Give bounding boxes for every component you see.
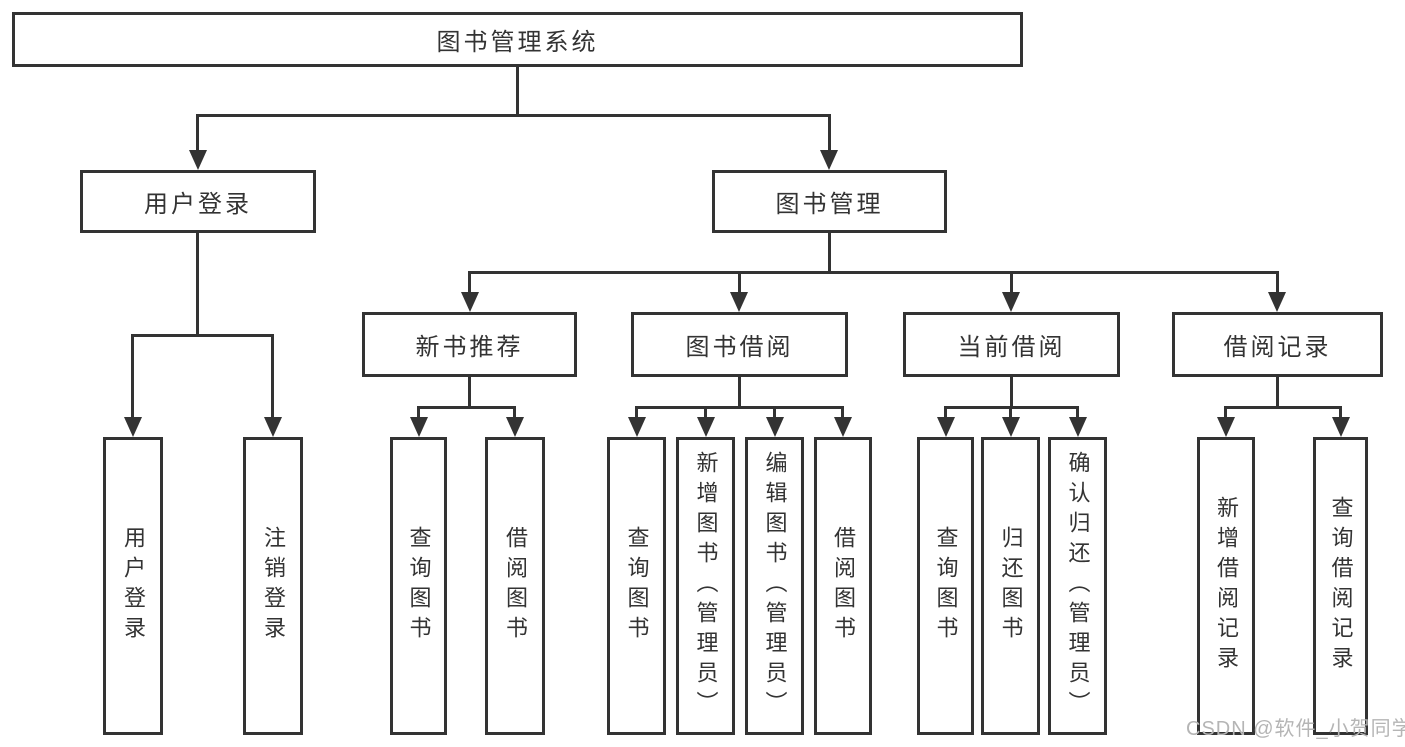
connector-line <box>841 406 844 420</box>
leaf-add-book-admin-label: 新增图书（管理员） <box>693 451 719 721</box>
leaf-query-book-recommend-label: 查询图书 <box>406 526 432 646</box>
connector-line <box>635 406 844 409</box>
leaf-borrow-book-recommend: 借阅图书 <box>485 437 545 735</box>
connector-line <box>197 114 830 117</box>
arrow-down-icon <box>766 417 784 437</box>
connector-line <box>468 377 471 409</box>
connector-line <box>1339 406 1342 420</box>
arrow-down-icon <box>730 292 748 312</box>
arrow-down-icon <box>1268 292 1286 312</box>
arrow-down-icon <box>1069 417 1087 437</box>
arrow-down-icon <box>1002 417 1020 437</box>
connector-line <box>635 406 638 420</box>
leaf-query-book-current: 查询图书 <box>917 437 974 735</box>
leaf-user-login-label: 用户登录 <box>121 526 146 646</box>
arrow-down-icon <box>820 150 838 170</box>
arrow-down-icon <box>937 417 955 437</box>
connector-line <box>196 233 199 335</box>
leaf-query-borrow-record: 查询借阅记录 <box>1313 437 1368 735</box>
leaf-edit-book-admin-label: 编辑图书（管理员） <box>762 451 788 721</box>
node-book-borrowing-label: 图书借阅 <box>685 334 794 361</box>
connector-line <box>1010 377 1013 409</box>
leaf-return-book-label: 归还图书 <box>998 526 1024 646</box>
connector-line <box>1276 377 1279 409</box>
node-book-borrowing: 图书借阅 <box>631 312 848 377</box>
node-book-management: 图书管理 <box>712 170 947 233</box>
connector-line <box>1076 406 1079 420</box>
node-user-login: 用户登录 <box>80 170 316 233</box>
leaf-query-book-recommend: 查询图书 <box>390 437 447 735</box>
connector-line <box>131 334 274 337</box>
leaf-return-book: 归还图书 <box>981 437 1040 735</box>
node-current-borrowing: 当前借阅 <box>903 312 1120 377</box>
connector-line <box>417 406 420 420</box>
leaf-logout: 注销登录 <box>243 437 303 735</box>
arrow-down-icon <box>1332 417 1350 437</box>
node-root-label: 图书管理系统 <box>436 29 599 56</box>
node-new-book-recommend: 新书推荐 <box>362 312 577 377</box>
leaf-add-borrow-record-label: 新增借阅记录 <box>1214 496 1239 676</box>
node-new-book-recommend-label: 新书推荐 <box>415 334 524 361</box>
leaf-borrow-book: 借阅图书 <box>814 437 872 735</box>
connector-line <box>513 406 516 420</box>
connector-line <box>196 114 199 152</box>
leaf-add-book-admin: 新增图书（管理员） <box>676 437 735 735</box>
arrow-down-icon <box>628 417 646 437</box>
connector-line <box>271 334 274 419</box>
arrow-down-icon <box>264 417 282 437</box>
connector-line <box>738 377 741 409</box>
connector-line <box>468 271 471 294</box>
connector-line <box>468 271 1279 274</box>
leaf-confirm-return-admin: 确认归还（管理员） <box>1048 437 1107 735</box>
arrow-down-icon <box>1002 292 1020 312</box>
arrow-down-icon <box>410 417 428 437</box>
connector-line <box>1224 406 1342 409</box>
arrow-down-icon <box>124 417 142 437</box>
leaf-confirm-return-admin-label: 确认归还（管理员） <box>1065 451 1091 721</box>
node-current-borrowing-label: 当前借阅 <box>957 334 1066 361</box>
connector-line <box>516 67 519 115</box>
connector-line <box>704 406 707 420</box>
connector-line <box>1010 271 1013 294</box>
leaf-logout-label: 注销登录 <box>261 526 286 646</box>
leaf-query-book-current-label: 查询图书 <box>933 526 959 646</box>
node-book-management-label: 图书管理 <box>775 191 884 218</box>
connector-line <box>1276 271 1279 294</box>
leaf-user-login: 用户登录 <box>103 437 163 735</box>
node-root: 图书管理系统 <box>12 12 1023 67</box>
leaf-edit-book-admin: 编辑图书（管理员） <box>745 437 804 735</box>
arrow-down-icon <box>461 292 479 312</box>
leaf-borrow-book-recommend-label: 借阅图书 <box>503 526 528 646</box>
node-borrow-records-label: 借阅记录 <box>1223 334 1332 361</box>
arrow-down-icon <box>834 417 852 437</box>
node-borrow-records: 借阅记录 <box>1172 312 1383 377</box>
connector-line <box>773 406 776 420</box>
connector-line <box>1009 406 1012 420</box>
leaf-query-borrow-record-label: 查询借阅记录 <box>1328 496 1354 676</box>
leaf-query-book-borrowing: 查询图书 <box>607 437 666 735</box>
csdn-watermark: CSDN @软件_小贺同学 <box>1186 718 1405 740</box>
connector-line <box>1224 406 1227 420</box>
arrow-down-icon <box>1217 417 1235 437</box>
arrow-down-icon <box>189 150 207 170</box>
connector-line <box>944 406 947 420</box>
arrow-down-icon <box>697 417 715 437</box>
connector-line <box>131 334 134 419</box>
connector-line <box>738 271 741 294</box>
connector-line <box>828 114 831 152</box>
leaf-query-book-borrowing-label: 查询图书 <box>624 526 650 646</box>
leaf-borrow-book-label: 借阅图书 <box>831 526 856 646</box>
leaf-add-borrow-record: 新增借阅记录 <box>1197 437 1255 735</box>
connector-line <box>828 233 831 274</box>
arrow-down-icon <box>506 417 524 437</box>
node-user-login-label: 用户登录 <box>144 191 252 218</box>
connector-line <box>417 406 516 409</box>
